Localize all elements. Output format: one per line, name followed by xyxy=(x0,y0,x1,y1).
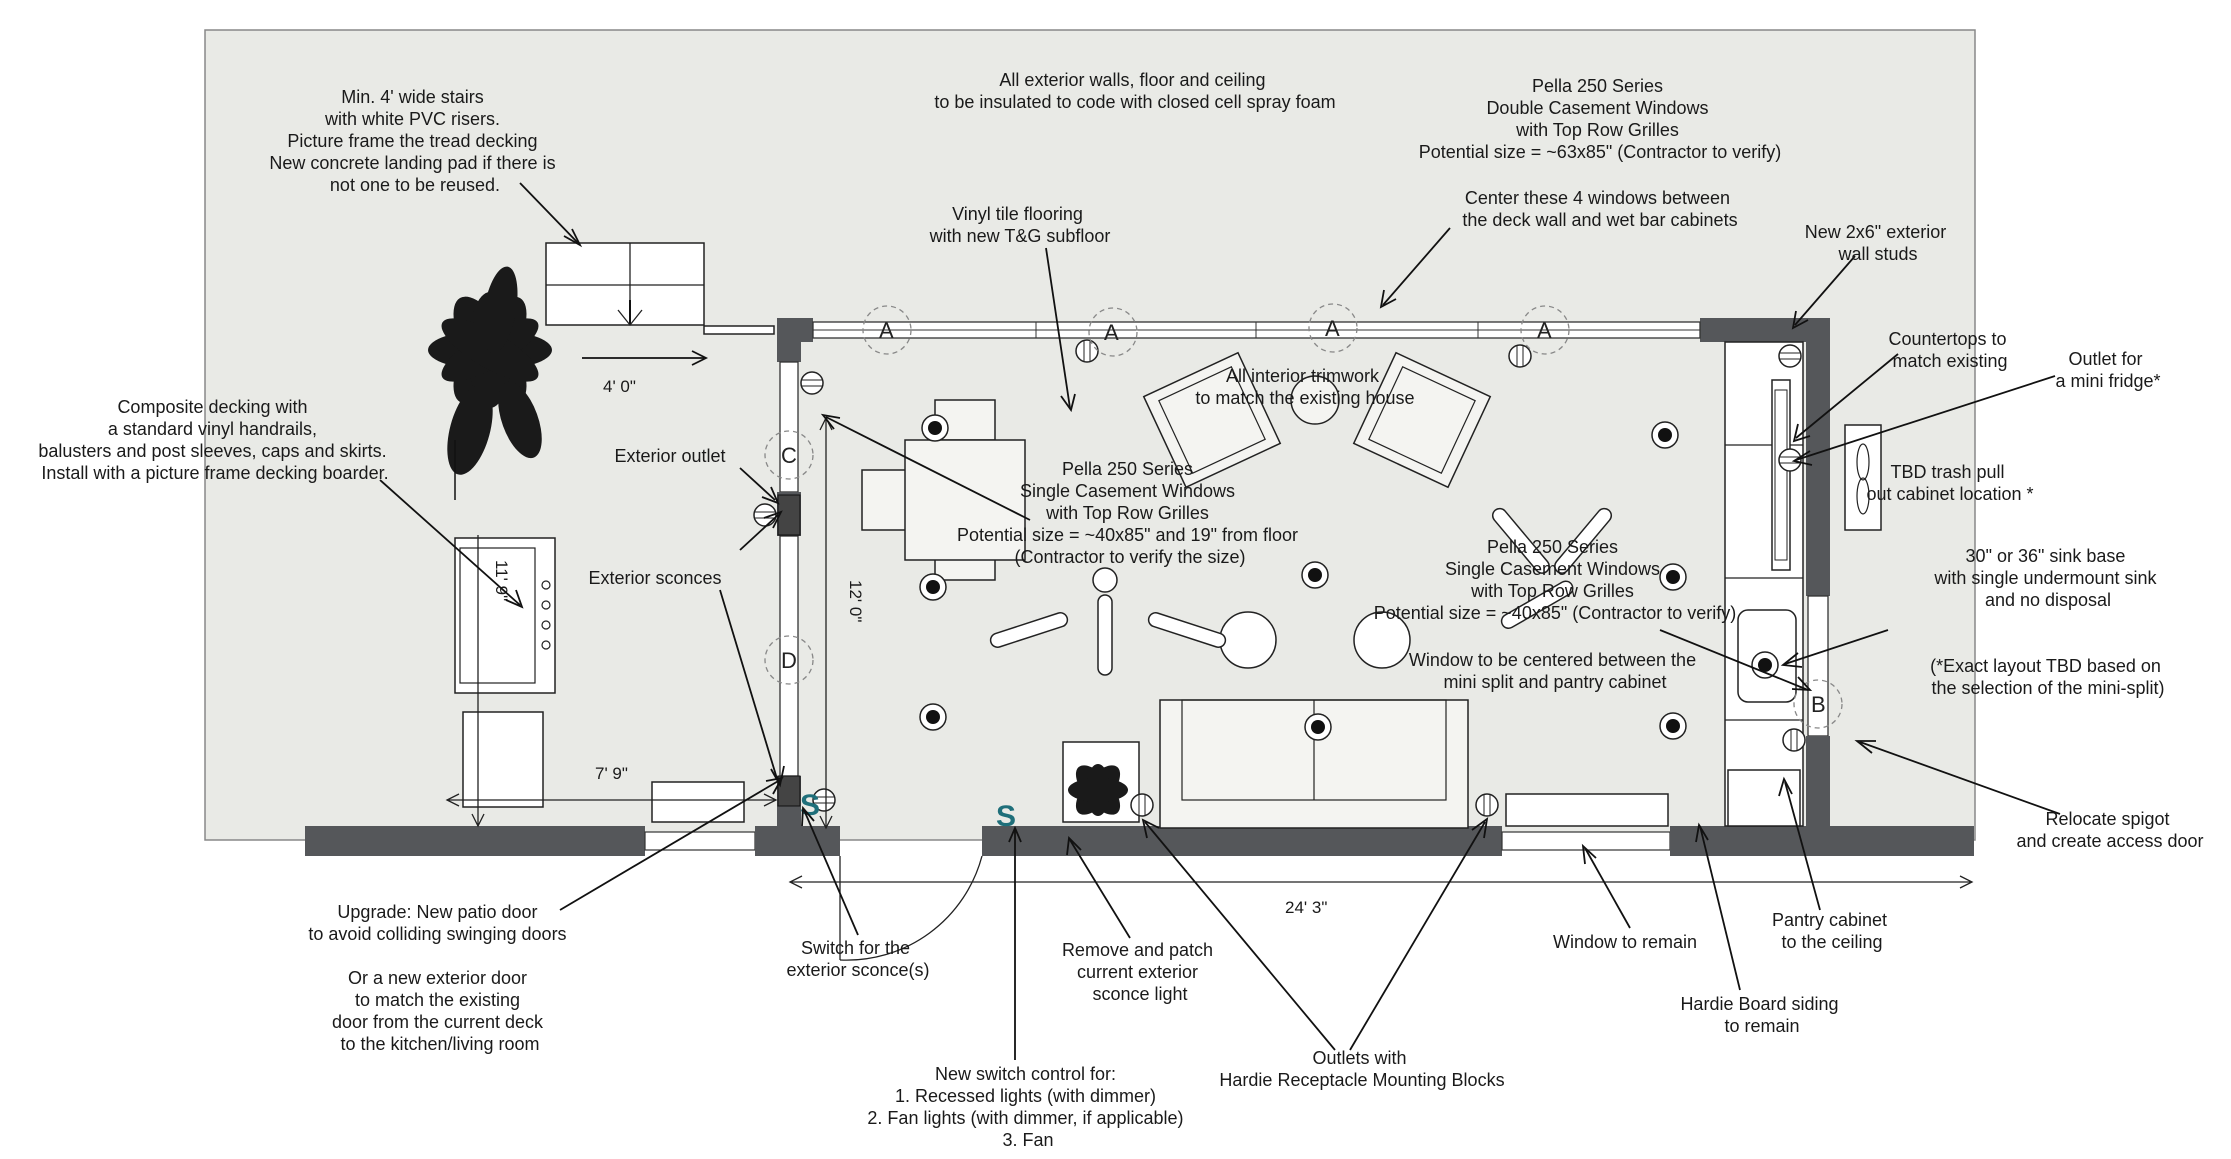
note-pantry: Pantry cabinet to the ceiling xyxy=(1772,910,1892,952)
wet-bar-cabinets xyxy=(1724,341,1804,827)
coffee-table-left xyxy=(1219,611,1277,669)
dim-grill-length: 11' 9" xyxy=(492,560,511,601)
leader-lines xyxy=(379,182,2061,1060)
note-switch-control: New switch control for: 1. Recessed ligh… xyxy=(867,1064,1188,1150)
recessed-lights xyxy=(919,414,1687,741)
recessed-light-icon xyxy=(1304,713,1332,741)
sink-outlet-icon xyxy=(1782,728,1806,752)
note-window-centered: Window to be centered between the mini s… xyxy=(1409,650,1701,692)
note-countertops: Countertops to match existing xyxy=(1888,329,2011,371)
recessed-light-icon xyxy=(1301,561,1329,589)
outlet-icon xyxy=(812,788,836,812)
note-window-remain: Window to remain xyxy=(1553,932,1697,952)
recessed-light-icon xyxy=(919,703,947,731)
fridge-outlet-icon xyxy=(1778,448,1802,472)
walls xyxy=(305,318,1974,856)
window-tag-a2: A xyxy=(1104,320,1119,345)
window-tag-c: C xyxy=(781,443,797,468)
dim-stairs-width: 4' 0" xyxy=(603,377,636,396)
note-patio-door: Upgrade: New patio door to avoid collidi… xyxy=(308,902,571,1054)
coffee-table-right xyxy=(1353,611,1411,669)
side-table xyxy=(1290,375,1340,425)
exterior-sconce-upper xyxy=(777,494,801,536)
sink-light-icon xyxy=(1751,651,1779,679)
deck-grill xyxy=(454,537,556,694)
deck-storage-box xyxy=(462,711,544,808)
outlet-icon xyxy=(1475,793,1499,817)
note-trash-pull: TBD trash pull out cabinet location * xyxy=(1866,462,2033,504)
note-single-windows-right: Pella 250 Series Single Casement Windows… xyxy=(1374,537,1737,623)
note-hardie: Hardie Board siding to remain xyxy=(1680,994,1843,1036)
window-tag-b: B xyxy=(1811,692,1826,717)
note-trimwork: All interior trimwork to match the exist… xyxy=(1195,366,1414,408)
outlet-icon xyxy=(1075,339,1099,363)
entry-door-swing xyxy=(839,855,983,961)
site-background xyxy=(204,29,1976,841)
window-tags: A A A A C D B xyxy=(764,303,1843,729)
window-tag-a3: A xyxy=(1325,316,1340,341)
dimensions: 4' 0" 12' 0" 7' 9" 11' 9" 24' 3" xyxy=(445,350,1974,917)
dim-room-length: 24' 3" xyxy=(1285,898,1327,917)
recessed-light-icon xyxy=(1659,563,1687,591)
note-insulation: All exterior walls, floor and ceiling to… xyxy=(934,70,1335,112)
dim-deck-depth: 7' 9" xyxy=(595,764,628,783)
outlet-icon xyxy=(1130,793,1154,817)
fridge-outlet-icon-upper xyxy=(1778,344,1802,368)
window-tag-a4: A xyxy=(1537,318,1552,343)
note-stairs: Min. 4' wide stairs with white PVC riser… xyxy=(269,87,560,195)
note-center-windows: Center these 4 windows between the deck … xyxy=(1462,188,1737,230)
note-spigot: Relocate spigot and create access door xyxy=(2016,809,2203,851)
recessed-light-icon xyxy=(1651,421,1679,449)
armchair-left xyxy=(1142,351,1282,489)
note-exterior-outlet: Exterior outlet xyxy=(614,446,725,466)
window-tag-d: D xyxy=(781,648,797,673)
dim-room-depth: 12' 0" xyxy=(846,580,865,622)
deck-step-box xyxy=(651,781,745,823)
note-flooring: Vinyl tile flooring with new T&G subfloo… xyxy=(929,204,1111,246)
ceiling-fan-left-icon xyxy=(989,567,1227,676)
note-sconce-switch: Switch for the exterior sconce(s) xyxy=(786,938,929,980)
outlet-icon xyxy=(800,371,824,395)
notes: All exterior walls, floor and ceiling to… xyxy=(38,70,2203,1150)
wall-outlets xyxy=(753,339,1532,817)
note-exterior-sconces: Exterior sconces xyxy=(588,568,721,588)
window-tag-a1: A xyxy=(879,318,894,343)
recessed-light-icon xyxy=(919,573,947,601)
exterior-sconce-lower xyxy=(777,775,801,807)
outlet-icon xyxy=(1508,344,1532,368)
note-double-windows: Pella 250 Series Double Casement Windows… xyxy=(1419,76,1782,162)
armchair-right xyxy=(1352,351,1492,489)
ceiling-fan-right-icon xyxy=(1491,507,1613,629)
note-outlets: Outlets with Hardie Receptacle Mounting … xyxy=(1219,1048,1504,1090)
note-fridge-outlet: Outlet for a mini fridge* xyxy=(2055,349,2160,391)
note-sink: 30" or 36" sink base with single undermo… xyxy=(1933,546,2161,610)
note-decking: Composite decking with a standard vinyl … xyxy=(38,397,391,483)
room-plant-icon xyxy=(1068,764,1128,816)
deck-stairs xyxy=(545,242,775,335)
note-layout-tbd: (*Exact layout TBD based on the selectio… xyxy=(1930,656,2166,698)
deck-plant-icon xyxy=(428,266,552,475)
note-studs: New 2x6" exterior wall studs xyxy=(1805,222,1951,264)
window-bench xyxy=(1505,793,1669,827)
switch-tag-main: S xyxy=(996,800,1016,833)
recessed-light-icon xyxy=(1659,712,1687,740)
recessed-light-icon xyxy=(921,414,949,442)
note-remove-light: Remove and patch current exterior sconce… xyxy=(1062,940,1218,1004)
trash-pull-icon xyxy=(1844,424,1882,531)
note-single-windows-left: Pella 250 Series Single Casement Windows… xyxy=(957,459,1303,567)
